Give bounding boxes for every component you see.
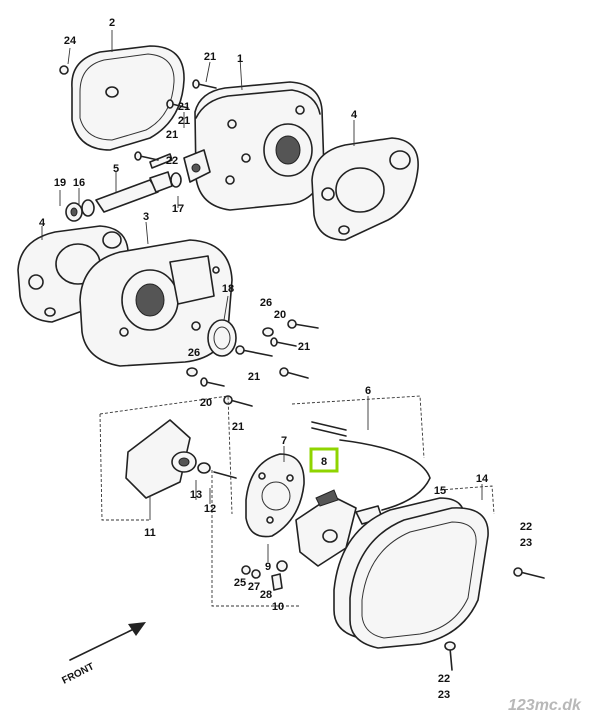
callout-23: 23 bbox=[438, 689, 450, 701]
front-label: FRONT bbox=[60, 661, 96, 686]
oil-seal-part bbox=[207, 319, 237, 357]
callout-14: 14 bbox=[476, 473, 489, 485]
callout-16: 16 bbox=[73, 177, 85, 189]
part-numbers: 2 24 1 21 21 21 21 22 4 5 19 16 17 4 3 1… bbox=[39, 17, 532, 701]
callout-17: 17 bbox=[172, 203, 184, 215]
callout-28: 28 bbox=[260, 589, 272, 601]
callout-21: 21 bbox=[232, 421, 244, 433]
callout-22: 22 bbox=[438, 673, 450, 685]
leader-lines bbox=[41, 30, 483, 562]
shaft-assembly-part bbox=[65, 153, 182, 222]
callout-19: 19 bbox=[54, 177, 66, 189]
callout-8: 8 bbox=[321, 456, 327, 468]
callout-26: 26 bbox=[260, 297, 272, 309]
callout-21: 21 bbox=[166, 129, 178, 141]
side-cover-part bbox=[333, 497, 489, 649]
callout-21: 21 bbox=[248, 371, 260, 383]
lower-housing-part bbox=[79, 239, 233, 367]
group-outlines bbox=[99, 395, 495, 607]
bolt-set-middle bbox=[59, 65, 319, 407]
callout-21: 21 bbox=[298, 341, 310, 353]
upper-gasket-part bbox=[311, 137, 419, 241]
callout-27: 27 bbox=[248, 581, 260, 593]
callout-26: 26 bbox=[188, 347, 200, 359]
bolt-set-cover bbox=[444, 567, 545, 671]
callout-21: 21 bbox=[178, 115, 190, 127]
callout-21: 21 bbox=[204, 51, 216, 63]
front-arrow bbox=[69, 622, 146, 661]
callout-2: 2 bbox=[109, 17, 115, 29]
callout-4: 4 bbox=[351, 109, 358, 121]
breaker-base-part bbox=[125, 419, 237, 520]
callout-11: 11 bbox=[144, 527, 156, 539]
watermark: 123mc.dk bbox=[508, 697, 582, 714]
callout-18: 18 bbox=[222, 283, 234, 295]
callout-6: 6 bbox=[365, 385, 371, 397]
callout-20: 20 bbox=[274, 309, 286, 321]
callout-15: 15 bbox=[434, 485, 446, 497]
highlight-box bbox=[309, 447, 339, 473]
callout-4: 4 bbox=[39, 217, 46, 229]
callout-3: 3 bbox=[143, 211, 149, 223]
callout-1: 1 bbox=[237, 53, 243, 65]
callout-10: 10 bbox=[272, 601, 284, 613]
callout-20: 20 bbox=[200, 397, 212, 409]
callout-25: 25 bbox=[234, 577, 246, 589]
stator-plate-part bbox=[245, 453, 305, 538]
callout-24: 24 bbox=[64, 35, 77, 47]
callout-22: 22 bbox=[520, 521, 532, 533]
callout-7: 7 bbox=[281, 435, 287, 447]
callout-23: 23 bbox=[520, 537, 532, 549]
callout-21: 21 bbox=[178, 101, 190, 113]
callout-22: 22 bbox=[166, 155, 178, 167]
top-cover-part bbox=[71, 45, 185, 151]
callout-12: 12 bbox=[204, 503, 216, 515]
callout-13: 13 bbox=[190, 489, 202, 501]
main-housing-part bbox=[183, 81, 325, 211]
callout-5: 5 bbox=[113, 163, 119, 175]
callout-9: 9 bbox=[265, 561, 271, 573]
